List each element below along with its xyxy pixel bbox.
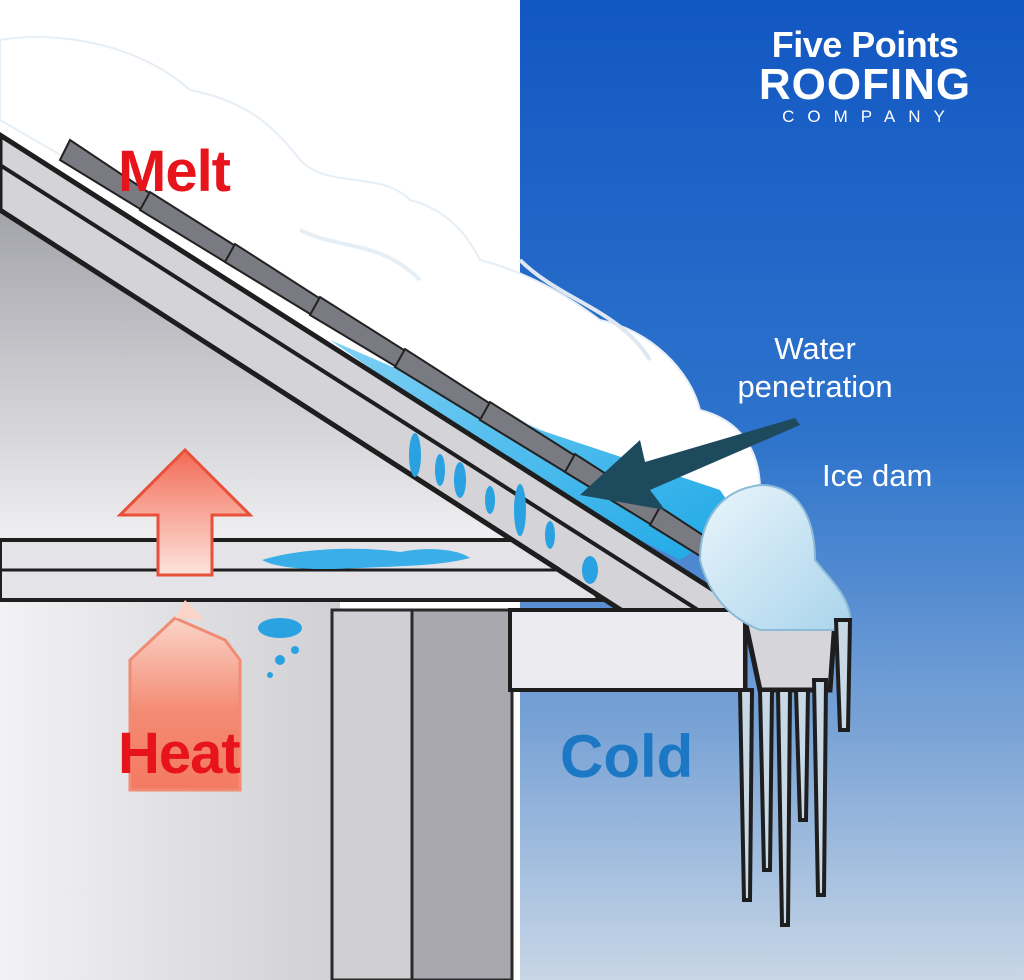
wall-column [330,608,414,980]
ice-dam-mass [698,483,852,631]
water-drips [258,433,598,678]
wall-column-shadow [410,608,514,980]
company-logo: Five Points ROOFING COMPANY [730,26,1000,128]
heat-label: Heat [118,721,241,786]
heat-arrow-lower [128,616,242,792]
heat-arrow-upper [116,447,254,577]
cold-label: Cold [560,723,694,790]
icicles [737,618,853,927]
soffit [508,608,747,692]
logo-line-3: COMPANY [782,107,958,126]
ice-dam-label: Ice dam [822,458,933,493]
logo-line-2: ROOFING [758,60,972,109]
water-penetration-label: Water penetration [737,331,893,404]
ceiling-puddle [262,548,470,570]
melt-label: Melt [118,139,231,204]
water-pointer-arrow [580,418,800,510]
logo-line-1: Five Points [771,24,959,65]
snow-pile [0,36,762,522]
